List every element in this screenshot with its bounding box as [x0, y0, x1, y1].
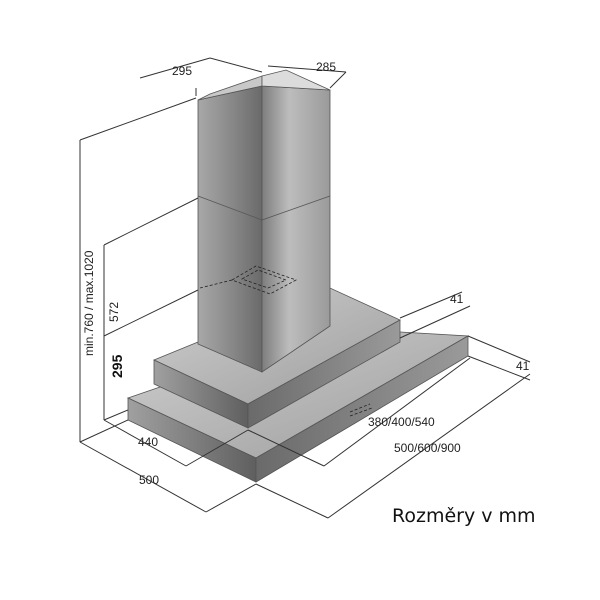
dim-chimney-right-width: 285: [316, 60, 336, 74]
dimension-lines: [79, 57, 531, 519]
dim-front-upper-depth: 440: [138, 435, 158, 449]
dim-bottom-edge-thickness: 41: [516, 359, 530, 373]
dim-top-edge-thickness: 41: [450, 292, 464, 306]
caption-units: Rozměry v mm: [392, 505, 536, 527]
chimney: [197, 69, 331, 373]
chimney-top-cap-right: [261, 69, 331, 91]
chimney-left-face: [197, 85, 263, 373]
dim-front-lower-depth: 500: [139, 473, 159, 487]
dim-lower-width: 500/600/900: [394, 441, 461, 455]
dim-upper-width: 380/400/540: [368, 415, 435, 429]
dim-chimney-height: 572: [107, 302, 121, 322]
chimney-right-face: [261, 85, 331, 373]
hidden-filter-outline: [199, 265, 373, 417]
dim-hood-height: 295: [109, 354, 125, 378]
dim-chimney-left-depth: 295: [172, 64, 192, 78]
dim-total-height: min.760 / max.1020: [82, 250, 96, 356]
upper-slab-side: [247, 319, 401, 429]
chimney-joint-left: [197, 195, 263, 221]
chimney-joint-right: [261, 195, 331, 221]
